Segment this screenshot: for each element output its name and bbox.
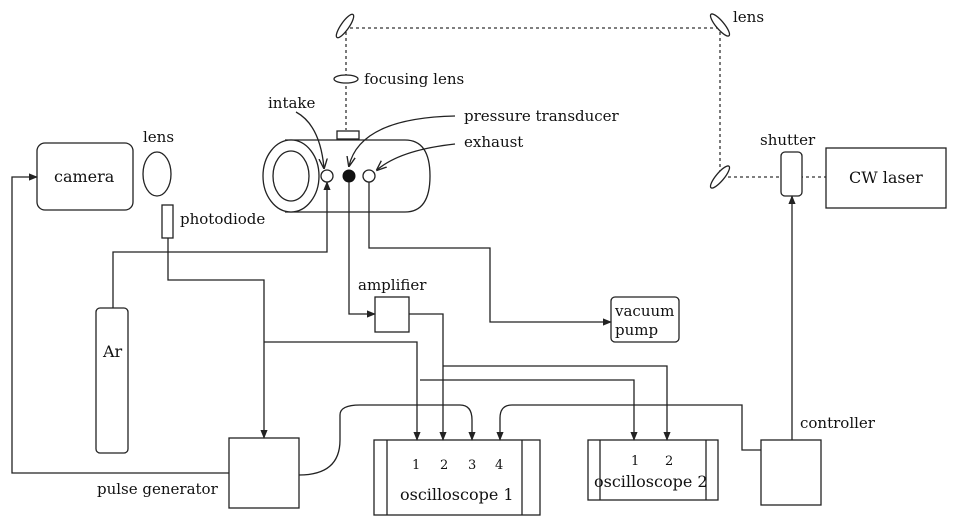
oscilloscope-1-label: oscilloscope 1 (400, 485, 514, 504)
osc1-channel-1: 1 (412, 458, 420, 473)
focusing-lens (333, 74, 359, 84)
lens-top-label: lens (733, 8, 764, 26)
controller-box (760, 439, 822, 506)
osc1-channel-3: 3 (468, 458, 476, 473)
shutter-box (780, 151, 803, 197)
wire-exhaust-to-vacuum (368, 182, 612, 326)
wire-split-to-osc2-ch2 (443, 365, 671, 441)
pressure-transducer-port (342, 169, 356, 183)
wire-photodiode-to-pulse (167, 238, 268, 439)
focusing-lens-label: focusing lens (364, 70, 464, 88)
exhaust-port (362, 169, 376, 183)
intake-port (320, 169, 334, 183)
osc2-channel-2: 2 (665, 454, 673, 469)
wire-argon-to-intake (112, 181, 331, 308)
mirror-top-left (335, 13, 355, 39)
oscilloscope-2 (587, 439, 719, 501)
oscilloscope-2-label: oscilloscope 2 (594, 472, 708, 491)
photodiode (161, 204, 174, 239)
argon-cylinder (95, 307, 129, 454)
oscilloscope-1 (373, 439, 541, 516)
chamber-end-inner (272, 150, 310, 202)
wire-amplifier-to-osc1-ch2 (409, 313, 447, 441)
wire-pulse-to-camera (11, 173, 229, 474)
lens-top-right (709, 13, 731, 37)
wire-photodiode-to-osc1-ch1 (264, 341, 421, 441)
mirror-right (709, 165, 731, 189)
amplifier-label: amplifier (358, 276, 427, 294)
chamber-window (336, 130, 360, 140)
exhaust-label: exhaust (464, 133, 523, 151)
vacuum-pump-label-line2: pump (615, 321, 658, 339)
intake-pointer (295, 111, 324, 168)
controller-label: controller (800, 414, 876, 432)
pressure-transducer-label: pressure transducer (464, 107, 620, 125)
pulse-generator-label: pulse generator (97, 480, 219, 498)
pulse-generator-box (228, 437, 300, 509)
photodiode-label: photodiode (180, 210, 265, 228)
argon-label: Ar (102, 342, 123, 361)
amplifier-box (374, 296, 410, 333)
connections (11, 173, 796, 476)
wire-pulse-to-osc1-ch3 (298, 404, 476, 476)
intake-label: intake (268, 94, 316, 112)
camera-lens (142, 151, 172, 197)
wire-controller-to-osc1-ch4 (496, 404, 761, 451)
osc1-channel-2: 2 (440, 458, 448, 473)
exhaust-pointer (377, 143, 456, 170)
pressure-transducer-pointer (349, 115, 456, 166)
vacuum-pump-label-line1: vacuum (614, 302, 674, 320)
shutter-label: shutter (760, 131, 816, 149)
cw-laser-box (825, 147, 947, 209)
camera-label: camera (54, 167, 115, 186)
wire-transducer-to-amplifier (348, 182, 376, 318)
osc2-channel-1: 1 (631, 454, 639, 469)
osc1-channel-4: 4 (495, 458, 503, 473)
camera-lens-label: lens (143, 128, 174, 146)
cw-laser-label: CW laser (849, 168, 923, 187)
chamber (262, 130, 431, 213)
wire-split-to-osc2-ch1 (420, 379, 638, 441)
